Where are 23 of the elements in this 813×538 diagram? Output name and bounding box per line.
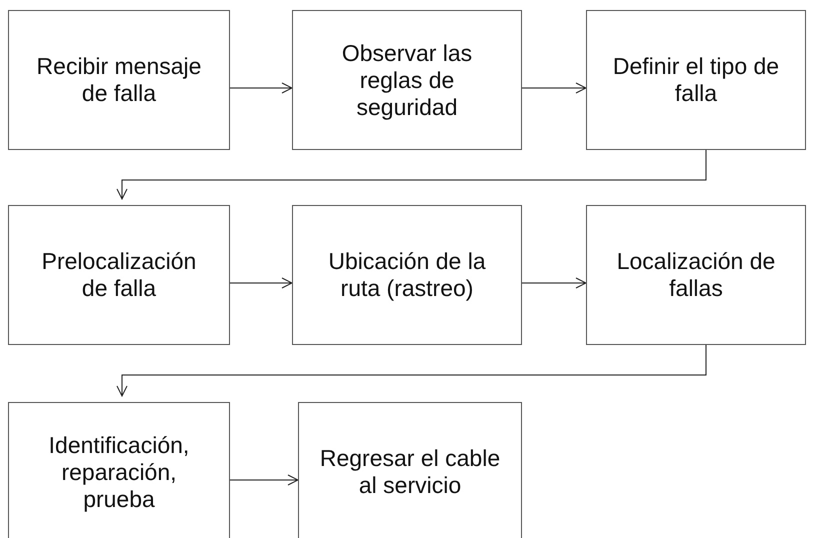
process-box <box>8 205 230 345</box>
step-label: Recibir mensaje de falla <box>36 53 202 107</box>
process-box <box>8 402 230 538</box>
arrow <box>230 278 292 288</box>
step-label: Ubicación de la ruta (rastreo) <box>327 248 487 302</box>
process-box <box>292 205 522 345</box>
step-label: Identificación, reparación, prueba <box>48 432 190 512</box>
process-box <box>586 10 806 150</box>
arrow <box>522 278 586 288</box>
step-label: Localización de fallas <box>616 248 776 302</box>
arrow <box>522 82 586 94</box>
arrow <box>116 150 706 200</box>
step-label: Definir el tipo de falla <box>612 53 780 107</box>
arrow <box>230 82 292 94</box>
step-label: Regresar el cable al servicio <box>319 445 501 499</box>
step-label: Observar las reglas de seguridad <box>340 40 474 120</box>
arrow <box>230 474 298 486</box>
process-box <box>298 402 522 538</box>
step-label: Prelocalización de falla <box>40 248 198 302</box>
arrow <box>116 344 706 396</box>
process-box <box>292 10 522 150</box>
process-box <box>8 10 230 150</box>
process-box <box>586 205 806 345</box>
